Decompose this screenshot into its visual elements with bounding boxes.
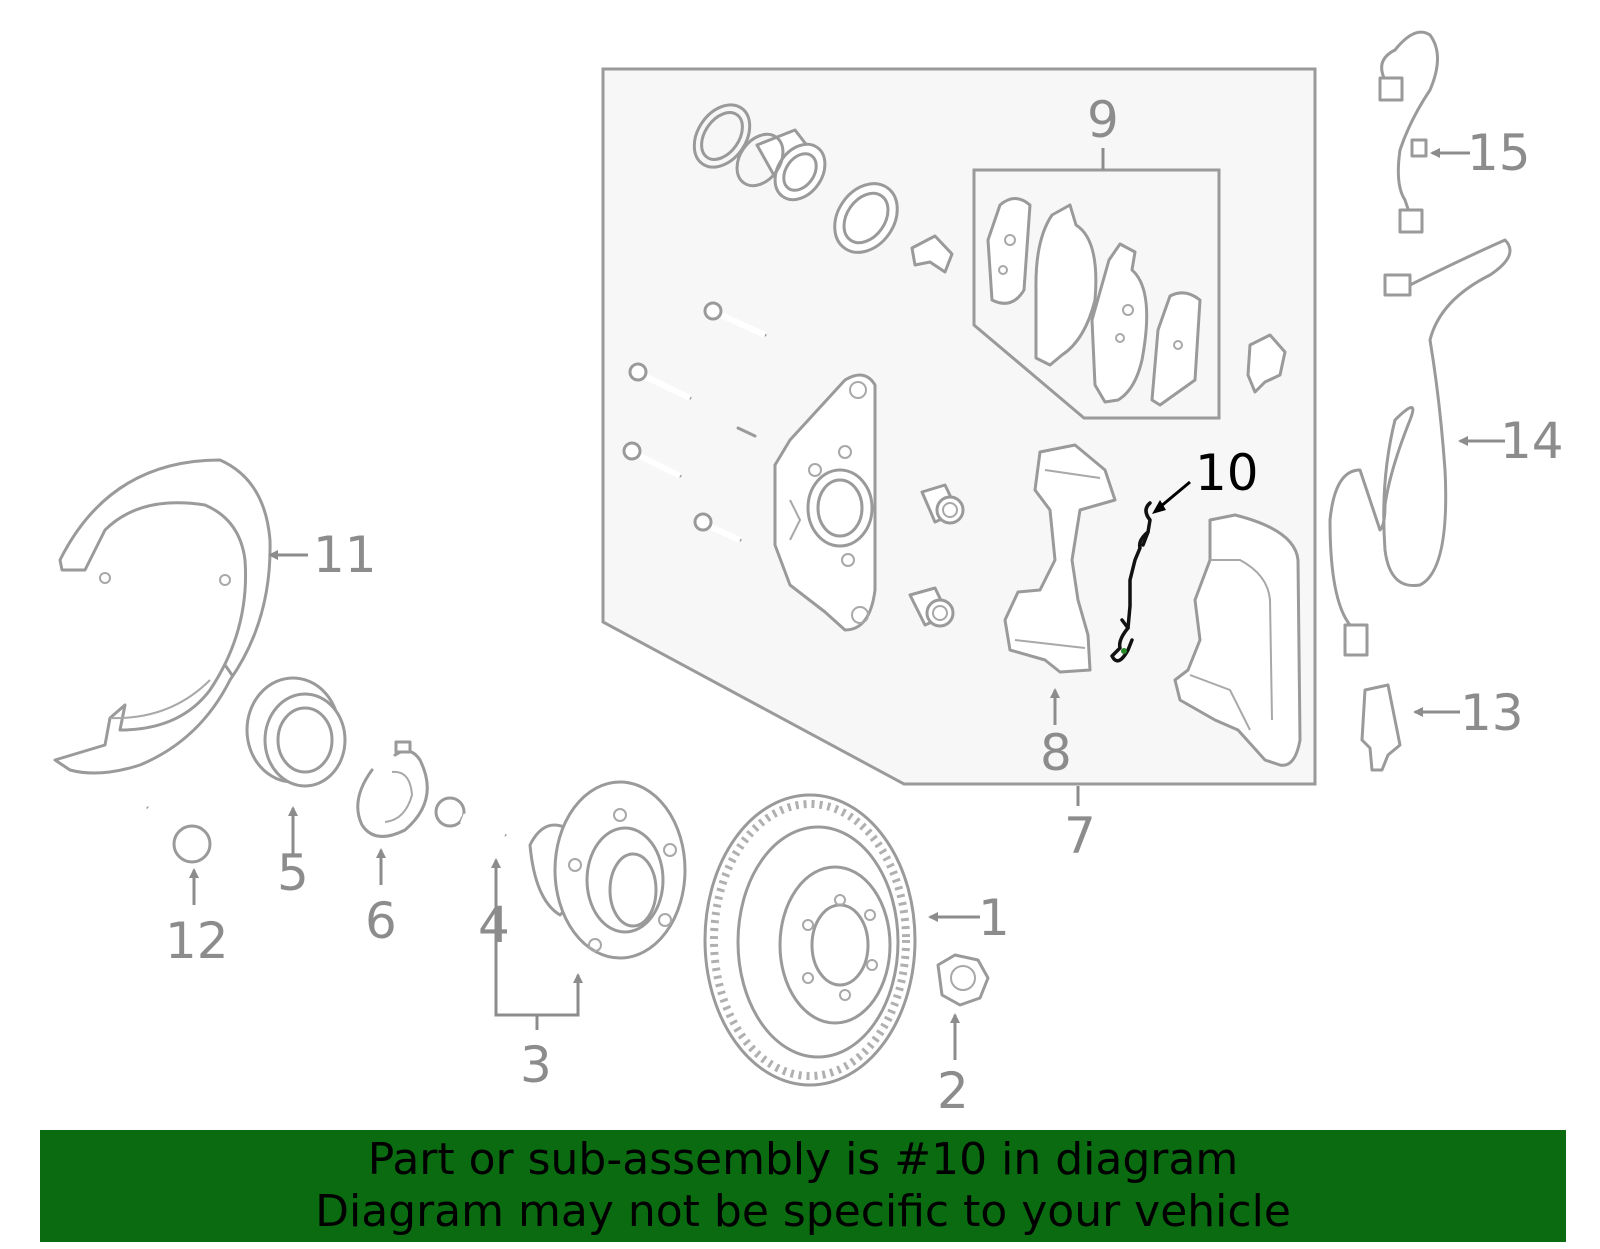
callout-12: 12 xyxy=(165,912,229,970)
wheel-stud-drawing xyxy=(434,796,507,840)
brake-hose-drawing xyxy=(1378,30,1439,234)
callout-1: 1 xyxy=(978,889,1010,947)
callout-7: 7 xyxy=(1064,807,1096,865)
clip-right-drawing xyxy=(1246,333,1287,394)
clip-drawing xyxy=(910,234,954,274)
caliper-bracket-drawing xyxy=(1003,443,1117,674)
brake-rotor-drawing xyxy=(703,793,917,1087)
speed-sensor-drawing xyxy=(1360,683,1402,772)
callout-8: 8 xyxy=(1040,724,1072,782)
dust-shield-drawing xyxy=(53,458,272,775)
sensor-harness-drawing xyxy=(1328,238,1512,657)
callout-6: 6 xyxy=(365,892,397,950)
callout-15: 15 xyxy=(1467,124,1531,182)
part-notice-banner: Part or sub-assembly is #10 in diagram D… xyxy=(40,1130,1566,1242)
brake-pads-drawing xyxy=(986,197,1202,407)
caliper-bolts-drawing xyxy=(622,301,767,543)
caliper-housing-drawing xyxy=(1173,513,1302,767)
callout-3: 3 xyxy=(520,1036,552,1094)
caliper-body-drawing xyxy=(773,373,877,632)
callout-14: 14 xyxy=(1500,412,1564,470)
guide-sleeves-drawing xyxy=(908,483,965,628)
callout-2: 2 xyxy=(937,1062,969,1120)
banner-line-disclaimer: Diagram may not be specific to your vehi… xyxy=(315,1186,1291,1237)
dust-boot-drawing xyxy=(833,182,899,254)
callout-9: 9 xyxy=(1087,91,1119,149)
callout-11: 11 xyxy=(313,526,377,584)
banner-line-part-number: Part or sub-assembly is #10 in diagram xyxy=(367,1134,1239,1185)
wheel-hub-drawing xyxy=(528,780,687,960)
callout-4: 4 xyxy=(478,896,510,954)
callout-10: 10 xyxy=(1195,444,1259,502)
piston-drawing xyxy=(735,128,827,202)
snap-ring-drawing xyxy=(356,740,429,838)
callout-13: 13 xyxy=(1460,684,1524,742)
callout-5: 5 xyxy=(277,844,309,902)
wear-sensor-wire-drawing-highlighted xyxy=(1110,501,1152,663)
hub-nut-drawing xyxy=(936,953,990,1007)
leader-lines xyxy=(189,148,1505,1060)
wheel-bearing-drawing xyxy=(245,676,347,788)
bolt-12-drawing xyxy=(145,804,212,864)
